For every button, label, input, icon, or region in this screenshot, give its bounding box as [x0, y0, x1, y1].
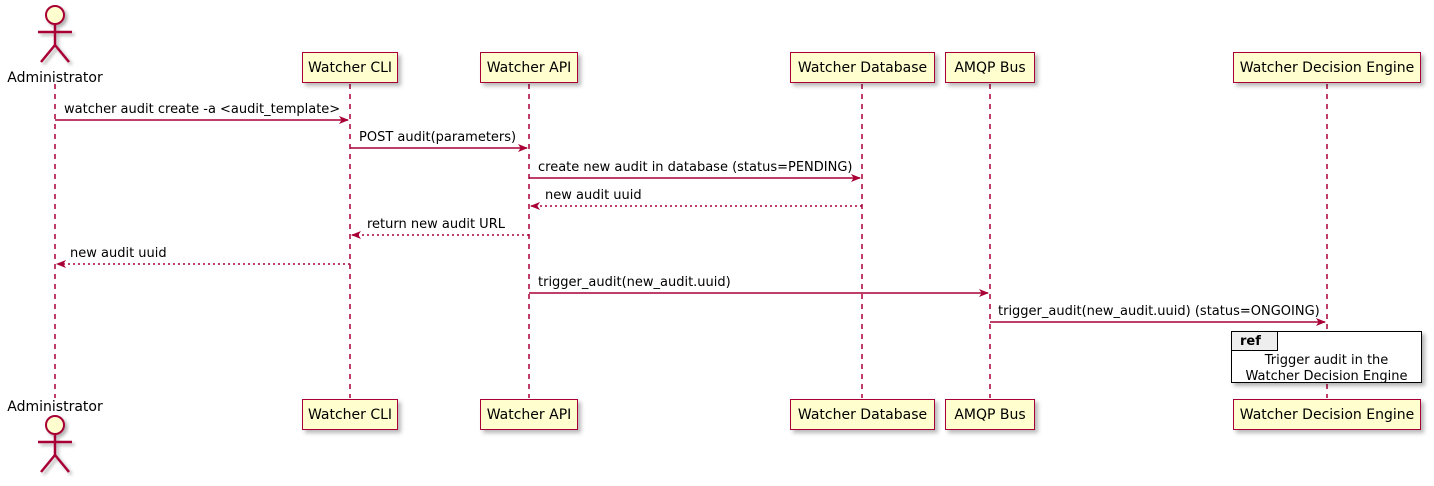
ref-fragment-line-1: Trigger audit in the — [1264, 353, 1389, 368]
ref-fragment-trigger-audit[interactable]: ref Trigger audit in the Watcher Decisio… — [1231, 331, 1422, 385]
participant-box-watcher-cli-bottom[interactable]: Watcher CLI — [302, 399, 398, 430]
actor-label-administrator-top: Administrator — [7, 70, 103, 86]
participant-box-watcher-decision-engine-bottom[interactable]: Watcher Decision Engine — [1233, 399, 1421, 430]
actor-figure-administrator-top — [38, 5, 72, 63]
message-label-5: return new audit URL — [367, 217, 505, 232]
participant-box-watcher-api-bottom[interactable]: Watcher API — [480, 399, 578, 430]
message-label-6: new audit uuid — [70, 246, 167, 261]
message-label-3: create new audit in database (status=PEN… — [538, 160, 853, 175]
participant-box-watcher-api-top[interactable]: Watcher API — [480, 52, 578, 83]
participant-box-watcher-cli-top[interactable]: Watcher CLI — [302, 52, 398, 83]
ref-fragment-line-2: Watcher Decision Engine — [1245, 369, 1408, 384]
ref-fragment-body: Trigger audit in the Watcher Decision En… — [1232, 353, 1421, 385]
ref-fragment-keyword: ref — [1232, 332, 1278, 351]
actor-figure-administrator-bottom — [38, 415, 72, 473]
participant-box-amqp-bus-bottom[interactable]: AMQP Bus — [945, 399, 1035, 430]
message-label-1: watcher audit create -a <audit_template> — [64, 102, 341, 117]
actor-label-administrator-bottom: Administrator — [7, 399, 103, 415]
participant-box-watcher-database-bottom[interactable]: Watcher Database — [790, 399, 935, 430]
message-arrows-group — [55, 116, 1326, 326]
message-label-2: POST audit(parameters) — [359, 130, 517, 145]
participant-box-amqp-bus-top[interactable]: AMQP Bus — [945, 52, 1035, 83]
participant-box-watcher-database-top[interactable]: Watcher Database — [790, 52, 935, 83]
participant-box-watcher-decision-engine-top[interactable]: Watcher Decision Engine — [1233, 52, 1421, 83]
message-label-4: new audit uuid — [545, 188, 642, 203]
message-label-7: trigger_audit(new_audit.uuid) — [538, 275, 731, 290]
message-label-8: trigger_audit(new_audit.uuid) (status=ON… — [998, 304, 1320, 319]
lifelines-group — [54, 84, 1328, 398]
